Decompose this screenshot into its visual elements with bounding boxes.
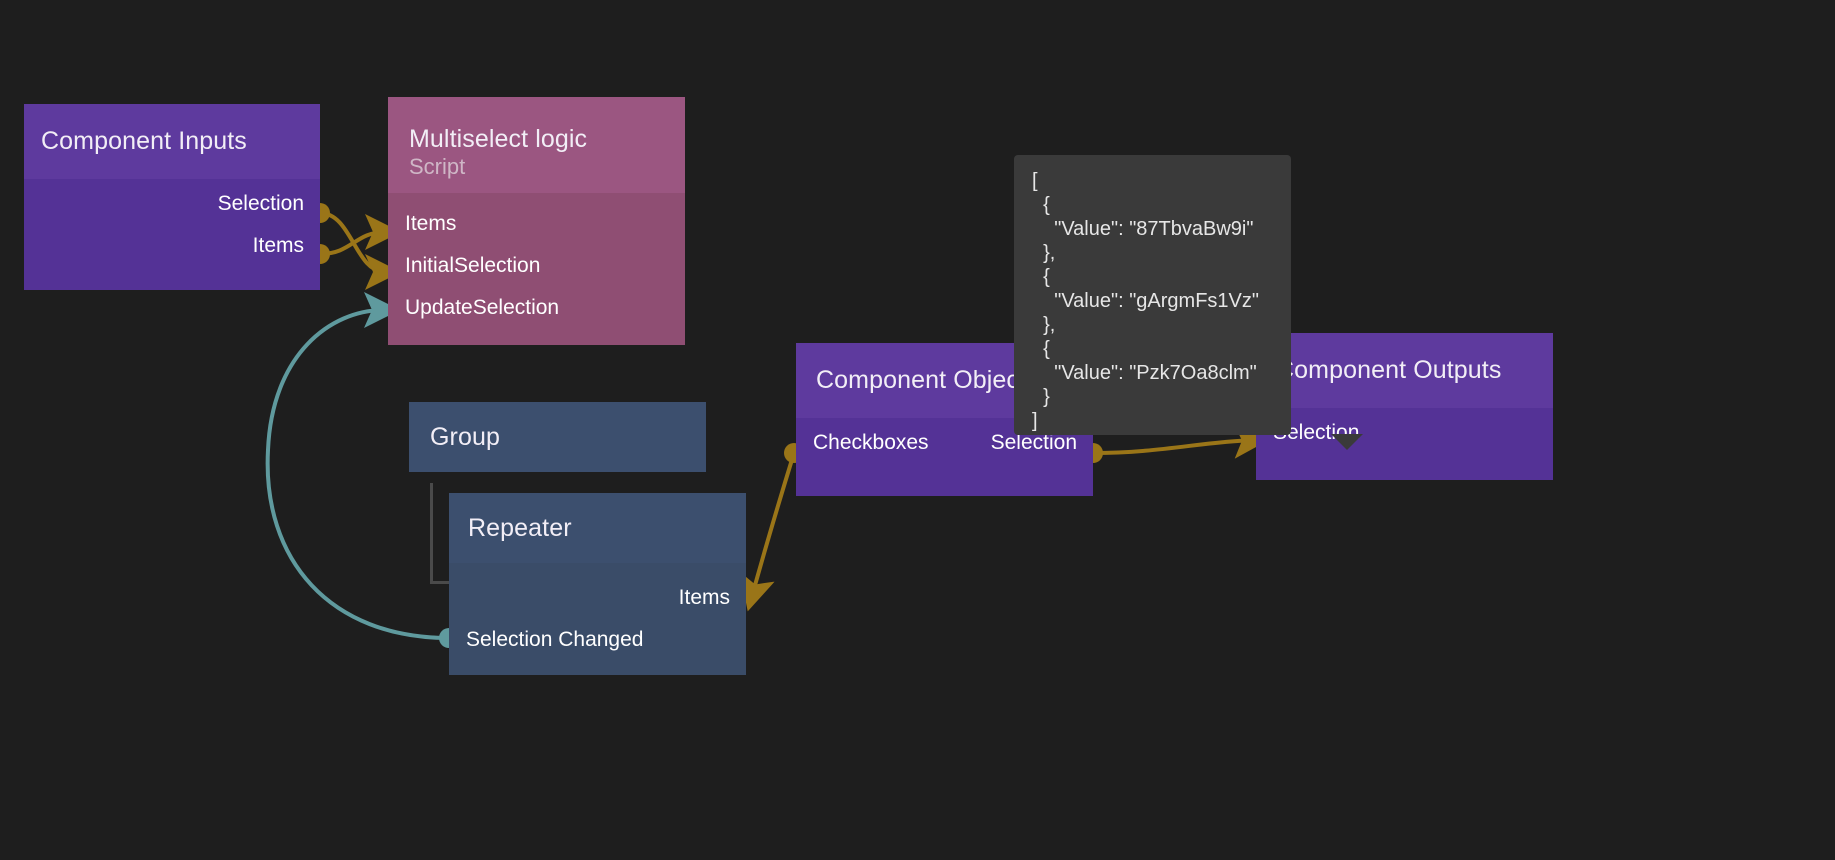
node-component-outputs-body: Selection [1256, 408, 1553, 480]
node-component-object-title: Component Object [816, 366, 1027, 395]
wire-items-to-items [319, 214, 401, 256]
node-component-inputs[interactable]: Component Inputs Selection Items [24, 104, 320, 290]
wire-selection-to-initialselection [319, 211, 401, 290]
port-row-output-selection[interactable]: Selection [1256, 412, 1553, 454]
port-label-repeater-items: Items [678, 586, 730, 609]
port-row-initialselection[interactable]: InitialSelection [388, 245, 685, 287]
node-multiselect-logic-body: Items InitialSelection UpdateSelection [388, 193, 685, 345]
port-label-multiselect-items: Items [405, 212, 457, 235]
node-repeater-header[interactable]: Repeater [449, 493, 746, 563]
node-repeater-body: Items Selection Changed [449, 563, 746, 675]
node-component-outputs[interactable]: Component Outputs Selection [1256, 333, 1553, 480]
node-component-inputs-body: Selection Items [24, 179, 320, 290]
node-multiselect-logic-subtitle: Script [409, 153, 466, 179]
port-label-initialselection: InitialSelection [405, 254, 541, 277]
node-multiselect-logic[interactable]: Multiselect logic Script Items InitialSe… [388, 97, 685, 345]
json-value-tooltip-text: [ { "Value": "87TbvaBw9i" }, { "Value": … [1032, 170, 1259, 432]
wire-object-selection-to-output-selection [1092, 422, 1270, 459]
port-row-repeater-items[interactable]: Items [449, 577, 746, 619]
node-component-object-body: Checkboxes Selection [796, 418, 1093, 496]
wire-selection-changed-to-updateselection [265, 292, 450, 640]
wire-checkboxes-to-repeater-items [740, 452, 796, 612]
node-component-outputs-title: Component Outputs [1276, 356, 1502, 385]
json-value-tooltip: [ { "Value": "87TbvaBw9i" }, { "Value": … [1014, 155, 1291, 435]
port-label-items: Items [252, 234, 304, 257]
port-label-selection-changed: Selection Changed [466, 628, 644, 651]
port-label-object-selection: Selection [990, 431, 1077, 454]
port-label-checkboxes: Checkboxes [813, 431, 929, 454]
node-group-title: Group [430, 422, 500, 451]
node-multiselect-logic-title: Multiselect logic [409, 124, 588, 153]
group-nesting-bracket [430, 483, 455, 584]
node-repeater-title: Repeater [468, 513, 572, 542]
port-row-checkboxes[interactable]: Checkboxes Selection [796, 422, 1093, 464]
node-multiselect-logic-header[interactable]: Multiselect logic Script [388, 97, 685, 193]
port-row-selection-changed[interactable]: Selection Changed [449, 619, 746, 661]
node-group[interactable]: Group [409, 402, 706, 472]
port-row-updateselection[interactable]: UpdateSelection [388, 287, 685, 329]
port-label-updateselection: UpdateSelection [405, 296, 560, 319]
node-component-outputs-header[interactable]: Component Outputs [1256, 333, 1553, 408]
port-row-selection[interactable]: Selection [24, 183, 320, 225]
node-repeater[interactable]: Repeater Items Selection Changed [449, 493, 746, 675]
tooltip-pointer-triangle [1331, 434, 1363, 450]
port-row-multiselect-items[interactable]: Items [388, 203, 685, 245]
node-component-inputs-header[interactable]: Component Inputs [24, 104, 320, 179]
node-component-inputs-title: Component Inputs [41, 127, 247, 156]
port-label-selection: Selection [217, 192, 304, 215]
node-group-header[interactable]: Group [409, 402, 706, 472]
port-row-items[interactable]: Items [24, 225, 320, 267]
